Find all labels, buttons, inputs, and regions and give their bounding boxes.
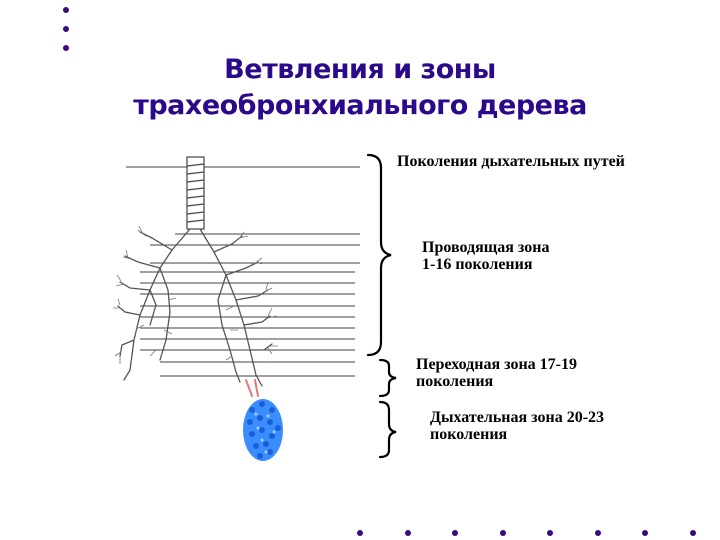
decorative-bullets xyxy=(63,7,696,536)
bronchial-tree xyxy=(117,228,273,387)
bullet-dot xyxy=(690,530,696,536)
zone-braces xyxy=(366,153,397,459)
title-line-2: трахеобронхиального дерева xyxy=(133,90,587,121)
bullet-dot xyxy=(547,530,553,536)
title-line-1: Ветвления и зоны xyxy=(224,54,496,85)
respiratory-zone-text: Дыхательная зона 20-23 xyxy=(430,409,605,426)
bullet-dot xyxy=(642,530,648,536)
alveolar-cluster xyxy=(243,399,283,461)
generation-lines xyxy=(126,166,360,377)
bullet-dot xyxy=(452,530,458,536)
bullet-dot xyxy=(63,45,69,51)
conducting-zone-brace xyxy=(366,153,392,357)
respiratory-unit-text: поколения xyxy=(430,426,508,443)
bullet-dot xyxy=(357,530,363,536)
transitional-zone-brace xyxy=(378,358,397,398)
transitional-zone-label: Переходная зона 17-19 поколения xyxy=(416,356,577,390)
bronchial-twigs xyxy=(113,225,278,364)
bullet-dot xyxy=(63,7,69,13)
transitional-unit-text: поколения xyxy=(416,373,494,390)
conducting-zone-text: Проводящая зона xyxy=(422,239,550,256)
conducting-zone-label: Проводящая зона 1-16 поколения xyxy=(422,239,549,273)
transitional-zone-text: Переходная зона 17-19 xyxy=(416,356,578,373)
bullet-dot xyxy=(500,530,506,536)
bullet-dot xyxy=(63,26,69,32)
generations-label: Поколения дыхательных путей xyxy=(397,153,625,170)
page-title: Ветвления и зоны трахеобронхиального дер… xyxy=(110,52,610,124)
conducting-range-text: 1-16 поколения xyxy=(422,256,533,273)
generations-text: Поколения дыхательных путей xyxy=(397,153,625,170)
respiratory-zone-label: Дыхательная зона 20-23 поколения xyxy=(430,409,604,443)
bullet-dot xyxy=(405,530,411,536)
respiratory-zone-brace xyxy=(378,400,397,459)
trachea xyxy=(186,156,205,230)
transitional-ducts xyxy=(245,379,259,397)
trachea-tube xyxy=(186,156,205,230)
bullet-dot xyxy=(595,530,601,536)
